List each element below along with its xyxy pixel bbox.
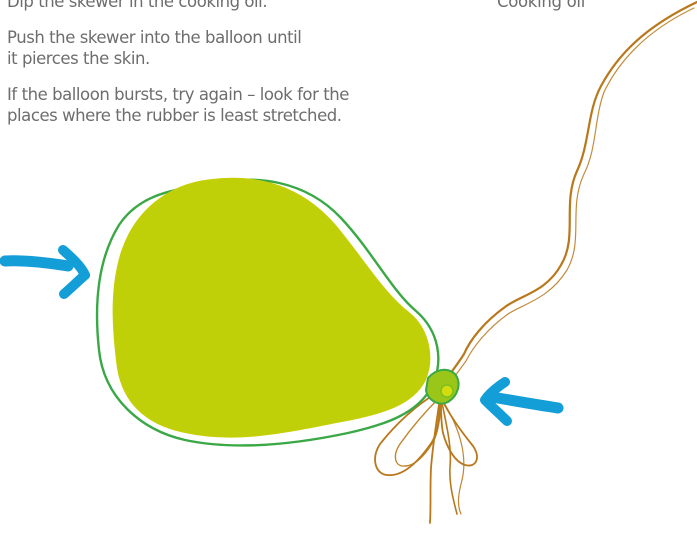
arrow-left-shaft: [492, 397, 558, 408]
long-string: [440, 2, 697, 389]
string-tail-2: [441, 398, 457, 514]
arrow-right-head: [63, 250, 85, 294]
balloon-knot-highlight: [441, 385, 453, 397]
instruction-step-2-line-1: Push the skewer into the balloon until: [7, 28, 301, 47]
balloon-body: [113, 179, 429, 437]
string-loop-left-inner: [395, 398, 441, 466]
balloon-icon: [97, 179, 458, 446]
arrow-left-head: [485, 382, 507, 421]
string-tail-1: [430, 397, 440, 523]
instruction-step-3-line-1: If the balloon bursts, try again – look …: [7, 85, 349, 104]
instruction-step-3: If the balloon bursts, try again – look …: [7, 84, 349, 126]
string-loop-left: [375, 392, 440, 475]
cooking-oil-caption: Cooking oil: [497, 0, 585, 12]
balloon-outline: [97, 180, 438, 446]
instruction-step-3-line-2: places where the rubber is least stretch…: [7, 106, 342, 125]
string-loop-right: [441, 398, 477, 466]
instruction-step-2: Push the skewer into the balloon until i…: [7, 27, 301, 69]
string-icon: [375, 2, 697, 523]
arrow-right-shaft: [5, 261, 68, 266]
string-tail-3: [441, 398, 464, 514]
instruction-step-2-line-2: it pierces the skin.: [7, 49, 150, 68]
instruction-step-1: Dip the skewer in the cooking oil.: [7, 0, 267, 12]
arrow-right-icon: [5, 250, 85, 294]
long-string-double-line: [444, 8, 694, 393]
balloon-knot: [426, 370, 459, 404]
arrow-left-icon: [485, 382, 558, 421]
